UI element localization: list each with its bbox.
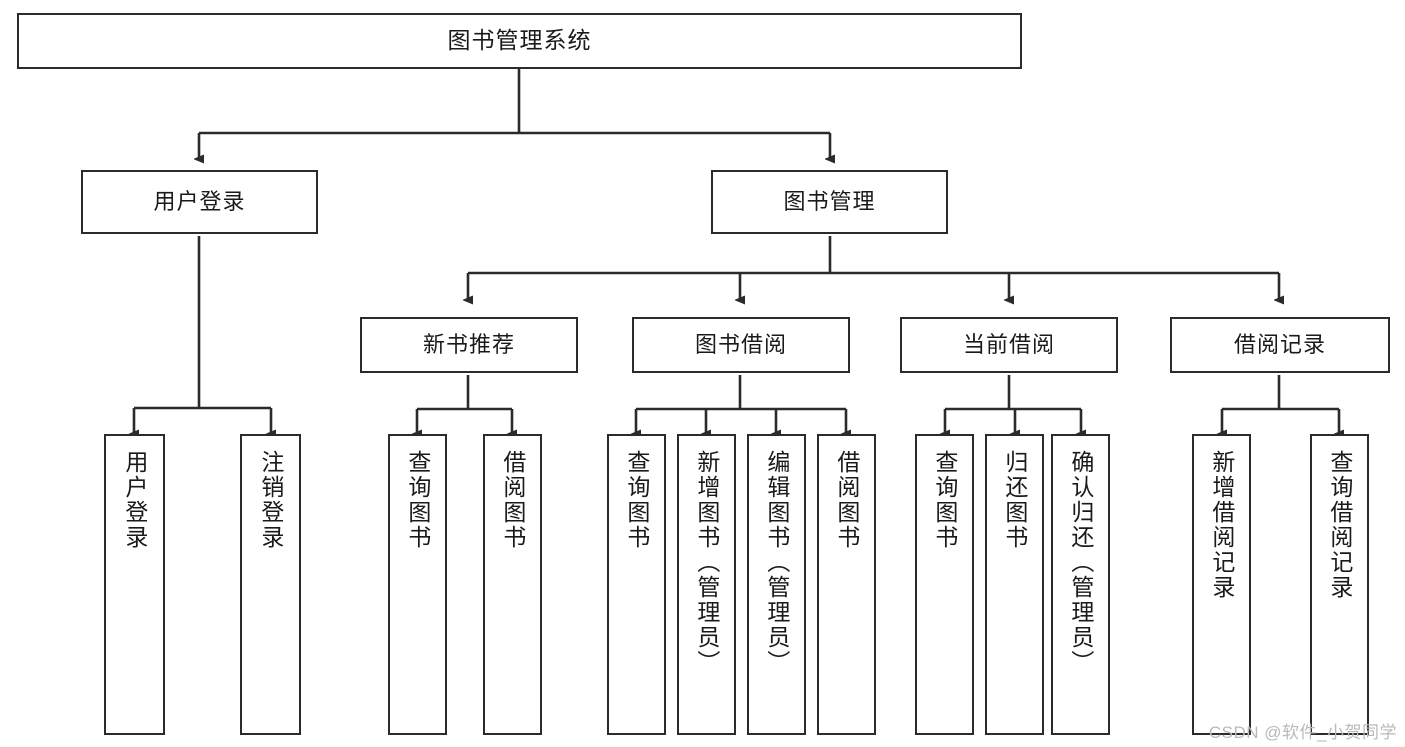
node-label: 查询图书 (404, 450, 431, 550)
leaf-book-borrow-add-admin[interactable]: 新增图书（管理员） (677, 434, 736, 735)
leaf-borrow-record-query[interactable]: 查询借阅记录 (1310, 434, 1369, 735)
leaf-user-login-logout[interactable]: 注销登录 (240, 434, 301, 735)
node-label: 归还图书 (1001, 450, 1028, 550)
node-label: 图书借阅 (694, 331, 787, 357)
leaf-user-login-login[interactable]: 用户登录 (104, 434, 165, 735)
node-root-book-management-system[interactable]: 图书管理系统 (17, 13, 1022, 69)
node-label: 编辑图书（管理员） (763, 450, 790, 675)
node-label: 新书推荐 (422, 331, 515, 357)
node-book-management[interactable]: 图书管理 (711, 170, 948, 234)
node-new-book-recommend[interactable]: 新书推荐 (360, 317, 578, 373)
node-label: 借阅记录 (1233, 331, 1326, 357)
node-label: 查询图书 (623, 450, 650, 550)
leaf-current-borrow-confirm-admin[interactable]: 确认归还（管理员） (1051, 434, 1110, 735)
node-label: 借阅图书 (499, 450, 526, 550)
node-label: 确认归还（管理员） (1067, 450, 1094, 675)
leaf-new-book-query[interactable]: 查询图书 (388, 434, 447, 735)
node-label: 查询图书 (931, 450, 958, 550)
node-label: 用户登录 (121, 450, 148, 550)
leaf-borrow-record-add[interactable]: 新增借阅记录 (1192, 434, 1251, 735)
leaf-book-borrow-edit-admin[interactable]: 编辑图书（管理员） (747, 434, 806, 735)
node-book-borrow[interactable]: 图书借阅 (632, 317, 850, 373)
node-label: 新增借阅记录 (1208, 450, 1235, 600)
leaf-new-book-borrow[interactable]: 借阅图书 (483, 434, 542, 735)
leaf-current-borrow-query[interactable]: 查询图书 (915, 434, 974, 735)
node-label: 用户登录 (153, 188, 246, 214)
leaf-book-borrow-borrow[interactable]: 借阅图书 (817, 434, 876, 735)
node-current-borrow[interactable]: 当前借阅 (900, 317, 1118, 373)
node-label: 借阅图书 (833, 450, 860, 550)
leaf-book-borrow-query[interactable]: 查询图书 (607, 434, 666, 735)
node-label: 当前借阅 (962, 331, 1055, 357)
node-label: 查询借阅记录 (1326, 450, 1353, 600)
leaf-current-borrow-return[interactable]: 归还图书 (985, 434, 1044, 735)
node-label: 新增图书（管理员） (693, 450, 720, 675)
node-label: 图书管理 (783, 188, 876, 214)
watermark: CSDN @软件_小贺同学 (1208, 723, 1397, 742)
node-label: 图书管理系统 (447, 27, 592, 54)
node-borrow-record[interactable]: 借阅记录 (1170, 317, 1390, 373)
node-label: 注销登录 (257, 450, 284, 550)
node-user-login[interactable]: 用户登录 (81, 170, 318, 234)
